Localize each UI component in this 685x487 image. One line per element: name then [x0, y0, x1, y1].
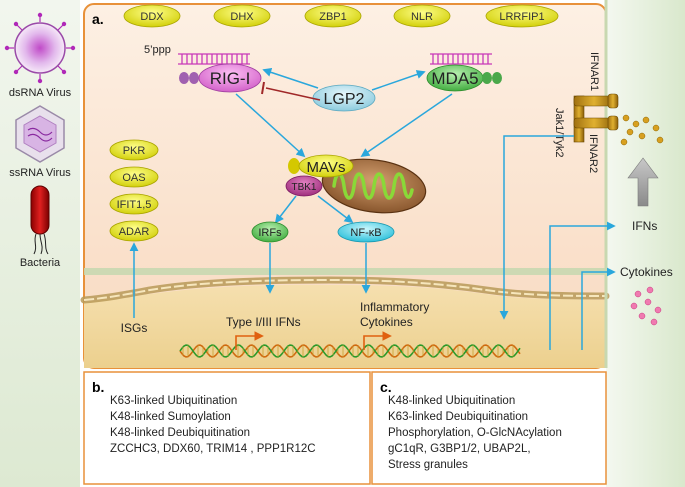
- rig-i-label: RIG-I: [210, 69, 251, 88]
- panel-label-a: a.: [92, 11, 104, 27]
- panel-b-line: ZCCHC3, DDX60, TRIM14 , PPP1R12C: [110, 443, 316, 455]
- sensor-label: DHX: [230, 11, 254, 23]
- panel-b-text: K63-linked Ubiquitination K48-linked Sum…: [110, 395, 316, 455]
- panel-c-line: Phosphorylation, O-GlcNAcylation: [388, 427, 562, 439]
- panel-b-line: K48-linked Deubiquitination: [110, 427, 250, 439]
- nucleus: [84, 272, 606, 368]
- panel-b: [83, 371, 371, 485]
- panel-b-line: K63-linked Ubiquitination: [110, 395, 237, 407]
- panel-c-text: K48-linked Ubiquitination K63-linked Deu…: [388, 395, 562, 471]
- ifn-output-arrow: [549, 221, 616, 350]
- tbk1-label: TBK1: [291, 182, 316, 193]
- cytokine-output-arrow: [581, 267, 616, 350]
- lgp2-to-mda5-arrow: [371, 70, 426, 91]
- panel-c-line: K48-linked Ubiquitination: [388, 395, 515, 407]
- mavs-label: MAVs: [307, 159, 346, 176]
- ifns-label: IFNs: [632, 219, 657, 233]
- panel-b-line: K48-linked Sumoylation: [110, 411, 231, 423]
- effector-ifit: IFIT1,5: [109, 193, 159, 215]
- receptor-to-nucleus-arrow: [499, 135, 574, 320]
- sensor-nlr: NLR: [393, 4, 451, 28]
- irfs-node: IRFs: [251, 221, 289, 243]
- type-ifn-label: Type I/III IFNs: [226, 315, 301, 329]
- effector-pkr: PKR: [109, 139, 159, 161]
- panel-label-b: b.: [92, 379, 104, 395]
- cytokines-label: Cytokines: [620, 265, 673, 279]
- irfs-label: IRFs: [258, 227, 282, 239]
- ifnar-receptor: [573, 93, 619, 143]
- panel-c-line: gC1qR, G3BP1/2, UBAP2L,: [388, 443, 531, 455]
- isgs-label: ISGs: [121, 321, 148, 335]
- mda5-to-mavs-arrow: [360, 93, 453, 158]
- tbk1-to-irfs-arrow: [274, 195, 297, 224]
- sensor-zbp1: ZBP1: [304, 4, 362, 28]
- panel-c: [371, 371, 607, 485]
- effector-adar: ADAR: [109, 220, 159, 242]
- sensor-dhx: DHX: [213, 4, 271, 28]
- inflammatory-cytokines-label: Cytokines: [360, 315, 413, 329]
- rigi-to-mavs-arrow: [235, 93, 306, 158]
- lgp2-inhibits-rigi: [265, 87, 321, 101]
- mavs-node: MAVs: [288, 154, 354, 178]
- dsrna-virus-label: dsRNA Virus: [9, 87, 72, 99]
- secretion-big-arrow: [627, 157, 659, 207]
- membrane-band: [84, 268, 606, 275]
- rig-i-node: RIG-I: [179, 63, 262, 93]
- nfkb-node: NF-κB: [337, 221, 395, 243]
- rna-ladder-right: [430, 53, 492, 65]
- sensor-label: NLR: [411, 11, 433, 23]
- ssrna-virus: ssRNA Virus: [9, 105, 71, 179]
- rna-ladder-left: [178, 53, 250, 65]
- effector-label: ADAR: [119, 226, 150, 238]
- panel-c-line: Stress granules: [388, 459, 468, 471]
- inflammatory-label: Inflammatory: [360, 300, 429, 314]
- isg-effectors: PKR OAS IFIT1,5 ADAR: [109, 139, 159, 242]
- extracellular-panel: [606, 0, 685, 487]
- mda5-node: MDA5: [426, 64, 502, 92]
- sensor-label: ZBP1: [319, 11, 347, 23]
- tbk1-node: TBK1: [285, 175, 323, 197]
- panel-label-c: c.: [380, 379, 392, 395]
- effector-label: OAS: [122, 172, 145, 184]
- lgp2-label: LGP2: [324, 91, 365, 108]
- ifnar1-label: IFNAR1: [588, 52, 600, 91]
- lgp2-node: LGP2: [312, 84, 376, 112]
- cytokine-tss-arrow: [363, 331, 392, 350]
- mda5-label: MDA5: [431, 69, 478, 88]
- ssrna-virus-label: ssRNA Virus: [9, 167, 71, 179]
- dsrna-virus: dsRNA Virus: [4, 12, 76, 99]
- sensor-lrrfip1: LRRFIP1: [485, 4, 559, 28]
- jak-tyk-label: Jak1/Tyk2: [553, 108, 565, 158]
- sensor-label: DDX: [140, 11, 164, 23]
- sensor-ddx: DDX: [123, 4, 181, 28]
- ifnar2-label: IFNAR2: [587, 134, 599, 173]
- panel-c-line: K63-linked Deubiquitination: [388, 411, 528, 423]
- tbk1-to-nfkb-arrow: [317, 195, 354, 224]
- rna-5ppp-label: 5’ppp: [144, 44, 171, 56]
- ifn-ligands: [620, 114, 664, 146]
- effector-oas: OAS: [109, 166, 159, 188]
- lgp2-to-rigi-arrow: [262, 68, 319, 89]
- bacteria-label: Bacteria: [20, 257, 61, 269]
- nfkb-label: NF-κB: [350, 227, 381, 239]
- bacteria: Bacteria: [20, 185, 61, 269]
- cytokine-particles: [630, 286, 662, 326]
- effector-label: PKR: [123, 145, 146, 157]
- effector-label: IFIT1,5: [117, 199, 152, 211]
- sensor-label: LRRFIP1: [499, 11, 544, 23]
- top-sensors: DDX DHX ZBP1 NLR LRRFIP1: [123, 4, 559, 28]
- type-ifn-tss-arrow: [235, 331, 264, 350]
